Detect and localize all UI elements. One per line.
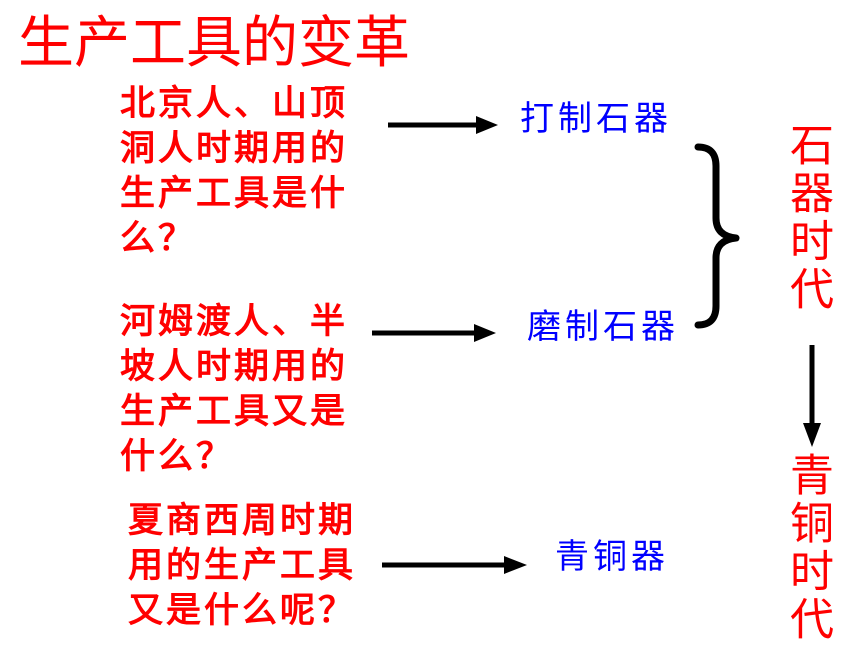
question-line: 么？	[120, 219, 197, 259]
question-line: 用的生产工具	[128, 546, 357, 586]
question-line: 又是什么呢？	[128, 591, 357, 631]
era-label-stone-age: 石器时代	[782, 122, 833, 314]
era-label-bronze-age: 青铜时代	[782, 452, 833, 644]
answer-polished-stone-tools: 磨制石器	[527, 307, 679, 347]
slide-title: 生产工具的变革	[18, 11, 410, 76]
question-line: 什么？	[120, 437, 235, 477]
question-line: 坡人时期用的	[120, 347, 349, 387]
answer-chipped-stone-tools: 打制石器	[520, 99, 672, 139]
arrow-right-icon	[382, 556, 527, 574]
arrow-right-icon	[388, 116, 498, 134]
question-line: 生产工具又是	[120, 392, 349, 432]
question-beijing-shandingdong: 北京人、山顶 洞人时期用的 生产工具是什 么？	[120, 82, 348, 262]
question-line: 北京人、山顶	[120, 84, 349, 124]
answer-bronze-ware: 青铜器	[555, 537, 669, 577]
question-hemudu-banpo: 河姆渡人、半 坡人时期用的 生产工具又是 什么？	[120, 300, 348, 480]
arrow-right-icon	[372, 324, 496, 342]
question-line: 夏商西周时期	[128, 501, 357, 541]
question-line: 洞人时期用的	[120, 129, 349, 169]
curly-brace-icon	[694, 143, 740, 329]
arrow-down-icon	[803, 345, 821, 447]
question-line: 生产工具是什	[120, 174, 349, 214]
question-xia-shang-zhou: 夏商西周时期 用的生产工具 又是什么呢？	[128, 499, 356, 634]
question-line: 河姆渡人、半	[120, 302, 349, 342]
